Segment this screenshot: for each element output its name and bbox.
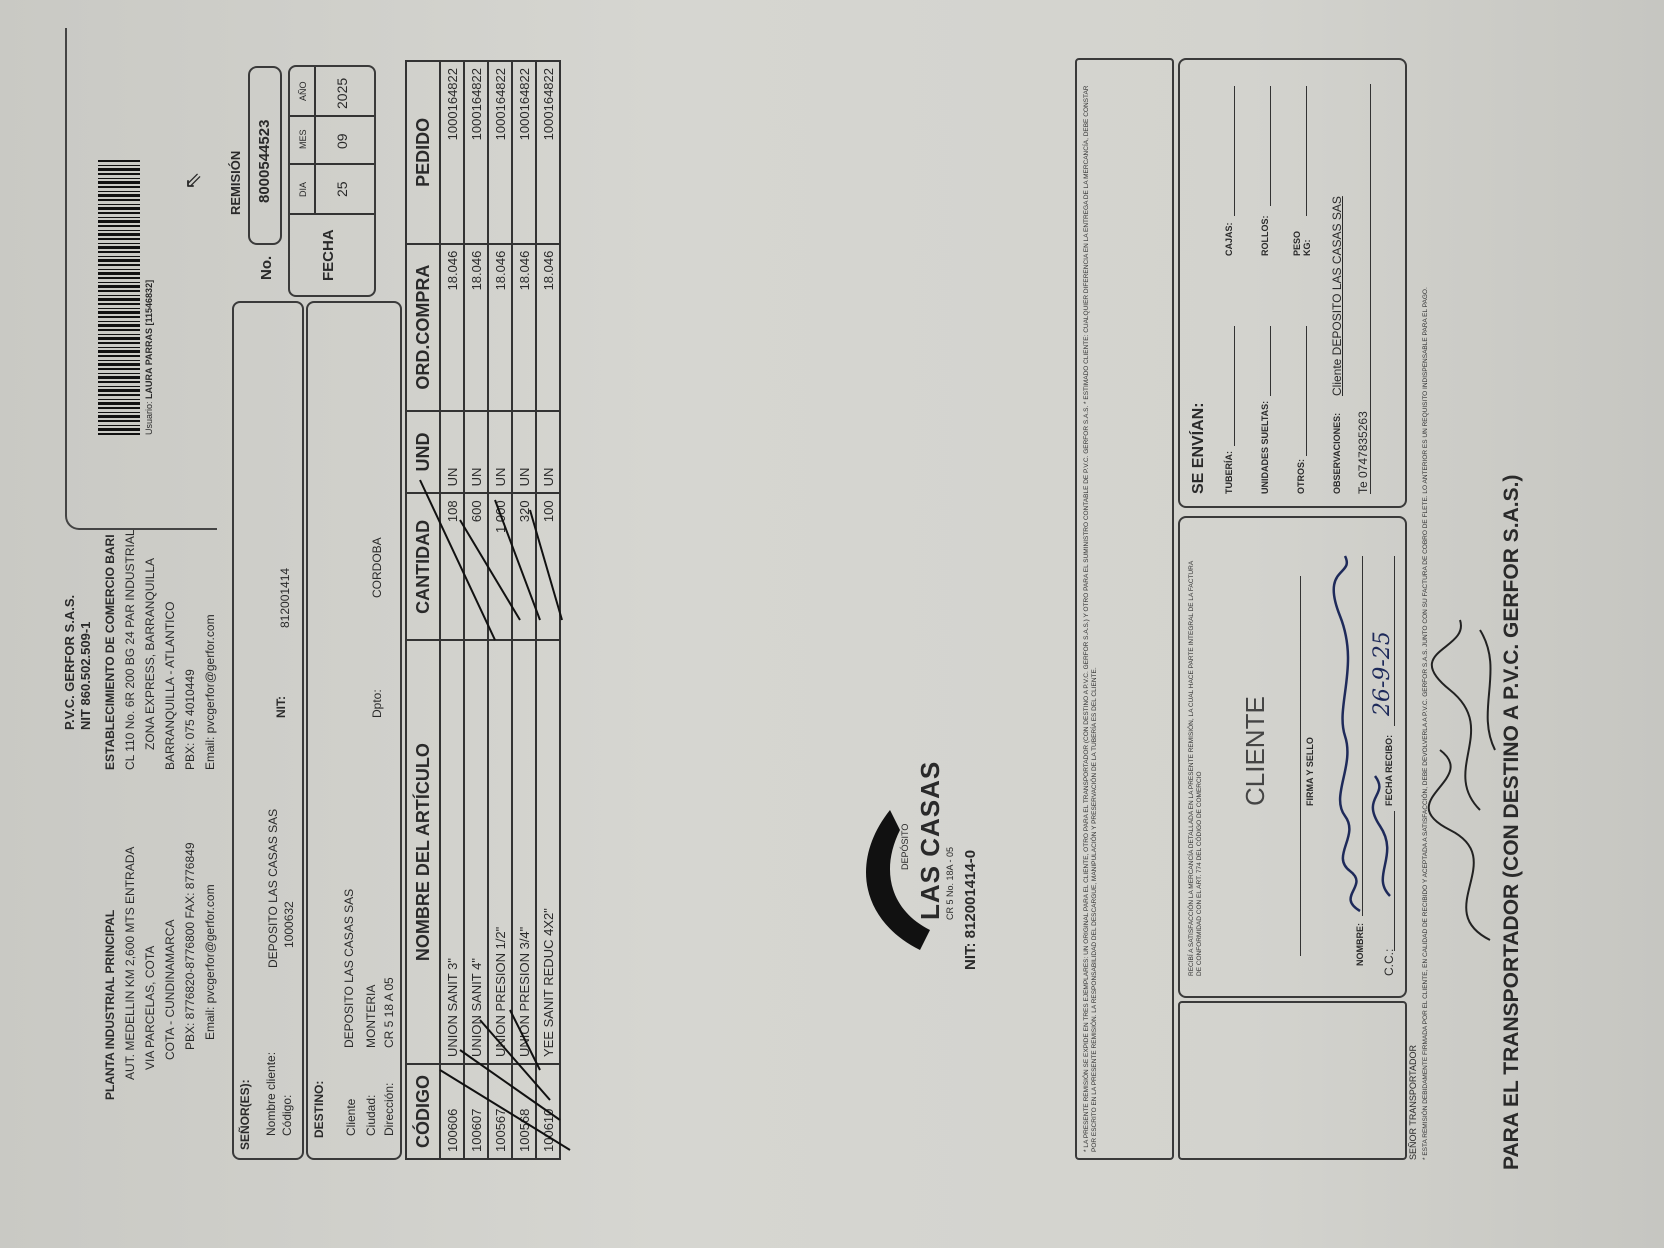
handwritten-name-signature bbox=[1332, 555, 1391, 913]
fecha-box: FECHA DIA MES AÑO 25 09 2025 bbox=[288, 65, 376, 297]
tuberia-label: TUBERÍA: bbox=[1224, 451, 1234, 494]
table-cell: 18.046 bbox=[488, 243, 512, 411]
table-cell: 18.046 bbox=[512, 243, 536, 411]
company-name: P.V.C. GERFOR S.A.S. bbox=[62, 594, 77, 730]
customer-code: 1000632 bbox=[282, 901, 296, 948]
terms-box: * LA PRESENTE REMISIÓN SE EXPIDE EN TRES… bbox=[1075, 58, 1174, 1160]
cliente-box: RECIBÍ A SATISFACCIÓN LA MERCANCÍA DETAL… bbox=[1178, 516, 1407, 998]
customer-nit: 812001414 bbox=[278, 567, 292, 628]
company-stamp: LAS CASAS DEPÓSITO CR 5 No. 18A - 05 NIT… bbox=[820, 761, 990, 980]
transporter-label: SEÑOR TRANSPORTADOR bbox=[1408, 1044, 1418, 1160]
stamp-nit: NIT: 812001414-0 bbox=[962, 849, 979, 970]
table-cell: 1000164822 bbox=[536, 61, 560, 244]
checkmarks bbox=[419, 479, 571, 1151]
terms-text: * LA PRESENTE REMISIÓN SE EXPIDE EN TRES… bbox=[1083, 85, 1098, 1153]
establishment-line: ZONA EXPRESS, BARRANQUILLA bbox=[143, 557, 157, 750]
barcode-user: Usuario: LAURA PARRAS [11546832] bbox=[144, 279, 154, 435]
month-label: MES bbox=[298, 129, 308, 149]
stamp-line: CR 5 No. 18A - 05 bbox=[945, 846, 955, 920]
destination-client-label: Cliente bbox=[344, 1098, 358, 1136]
se-envian-box: SE ENVÍAN: TUBERÍA: CAJAS: UNIDADES SUEL… bbox=[1178, 58, 1407, 508]
plant-line: Email: pvcgerfor@gerfor.com bbox=[203, 884, 217, 1040]
rollos-label: ROLLOS: bbox=[1260, 215, 1270, 257]
table-cell: 1000164822 bbox=[464, 61, 488, 244]
destination-city-label: Ciudad: bbox=[364, 1094, 378, 1136]
establishment-line: BARRANQUILLA - ATLANTICO bbox=[163, 601, 177, 771]
observaciones-value: Cliente DEPOSITO LAS CASAS SAS bbox=[1330, 196, 1344, 396]
barcode bbox=[98, 160, 140, 435]
destination-address: CR 5 18 A 05 bbox=[382, 977, 396, 1048]
plant-line: AUT. MEDELLIN KM 2,600 MTS ENTRADA bbox=[123, 846, 137, 1080]
table-cell: 1000164822 bbox=[512, 61, 536, 244]
customer-name: DEPOSITO LAS CASAS SAS bbox=[266, 808, 280, 968]
stamp-line: DEPÓSITO bbox=[900, 823, 910, 870]
destination-city: MONTERIA bbox=[364, 984, 378, 1048]
transporter-signature bbox=[1427, 619, 1496, 941]
peso-label: PESO KG: bbox=[1292, 230, 1312, 256]
customer-nit-label: NIT: bbox=[274, 696, 288, 718]
plant-line: VIA PARCELAS, COTA bbox=[143, 945, 157, 1070]
fecha-label: FECHA bbox=[320, 229, 337, 281]
company-nit: NIT 860.502.509-1 bbox=[78, 621, 93, 730]
remision-title: REMISIÓN bbox=[228, 150, 243, 215]
table-cell: 1000164822 bbox=[440, 61, 464, 244]
plant-line: PBX: 8776820-8776800 FAX: 8776849 bbox=[183, 842, 197, 1050]
transporter-seal-box bbox=[1178, 1001, 1407, 1160]
establishment-line: CL 110 No. 6R 200 BG 24 PAR INDUSTRIAL bbox=[123, 529, 137, 770]
stamp-name: LAS CASAS bbox=[915, 760, 945, 920]
table-cell: 18.046 bbox=[536, 243, 560, 411]
year-label: AÑO bbox=[298, 81, 308, 101]
establishment-info: ESTABLECIMIENTO DE COMERCIO BARI CL 110 … bbox=[100, 529, 220, 770]
year-value: 2025 bbox=[334, 77, 350, 109]
plant-line: PLANTA INDUSTRIAL PRINCIPAL bbox=[103, 909, 117, 1100]
destination-section-label: DESTINO: bbox=[312, 1080, 326, 1138]
name-label: NOMBRE: bbox=[1355, 923, 1365, 966]
se-envian-title: SE ENVÍAN: bbox=[1190, 402, 1207, 494]
day-label: DIA bbox=[298, 181, 308, 197]
cliente-title: CLIENTE bbox=[1240, 696, 1270, 806]
remision-number-box: 8000544523 bbox=[248, 66, 282, 245]
plant-info: PLANTA INDUSTRIAL PRINCIPAL AUT. MEDELLI… bbox=[100, 842, 220, 1100]
customer-section-label: SEÑOR(ES): bbox=[238, 1079, 252, 1150]
destination-dept-label: Dpto: bbox=[370, 689, 384, 718]
observaciones-label: OBSERVACIONES: bbox=[1332, 412, 1342, 494]
column-header: PEDIDO bbox=[406, 61, 440, 244]
cc-label: C.C.: bbox=[1382, 948, 1396, 976]
header-frame bbox=[65, 28, 217, 530]
table-cell: 18.046 bbox=[464, 243, 488, 411]
destination-address-label: Dirección: bbox=[382, 1082, 396, 1136]
column-header: ORD.COMPRA bbox=[406, 243, 440, 411]
plant-line: COTA - CUNDINAMARCA bbox=[163, 919, 177, 1060]
customer-box: SEÑOR(ES): Nombre cliente: Código: DEPOS… bbox=[232, 301, 304, 1160]
observaciones-phone: Te 0747835263 bbox=[1356, 411, 1370, 494]
cajas-label: CAJAS: bbox=[1224, 222, 1234, 256]
cliente-notice: RECIBÍ A SATISFACCIÓN LA MERCANCÍA DETAL… bbox=[1188, 561, 1203, 976]
remision-number: 8000544523 bbox=[256, 119, 273, 203]
otros-label: OTROS: bbox=[1296, 459, 1306, 494]
sign-label: FIRMA Y SELLO bbox=[1305, 737, 1315, 806]
remision-no-label: No. bbox=[258, 255, 275, 280]
table-cell: 1000164822 bbox=[488, 61, 512, 244]
establishment-line: PBX: 075 4010449 bbox=[183, 669, 197, 770]
footer-title: PARA EL TRANSPORTADOR (CON DESTINO A P.V… bbox=[1500, 474, 1523, 1170]
table-cell: 18.046 bbox=[440, 243, 464, 411]
remision-document: P.V.C. GERFOR S.A.S. NIT 860.502.509-1 P… bbox=[60, 28, 1560, 1170]
destination-box: DESTINO: Cliente Ciudad: Dirección: DEPO… bbox=[306, 301, 402, 1160]
customer-name-label: Nombre cliente: bbox=[264, 1051, 278, 1136]
establishment-line: Email: pvcgerfor@gerfor.com bbox=[203, 614, 217, 770]
month-value: 09 bbox=[334, 133, 350, 149]
cursor-arrow-icon: ⇖ bbox=[180, 171, 205, 190]
customer-code-label: Código: bbox=[280, 1094, 294, 1136]
unidades-sueltas-label: UNIDADES SUELTAS: bbox=[1260, 400, 1270, 494]
destination-dept: CORDOBA bbox=[370, 537, 384, 598]
day-value: 25 bbox=[334, 181, 350, 197]
destination-client: DEPOSITO LAS CASAS SAS bbox=[342, 888, 356, 1048]
establishment-line: ESTABLECIMIENTO DE COMERCIO BARI bbox=[103, 534, 117, 770]
